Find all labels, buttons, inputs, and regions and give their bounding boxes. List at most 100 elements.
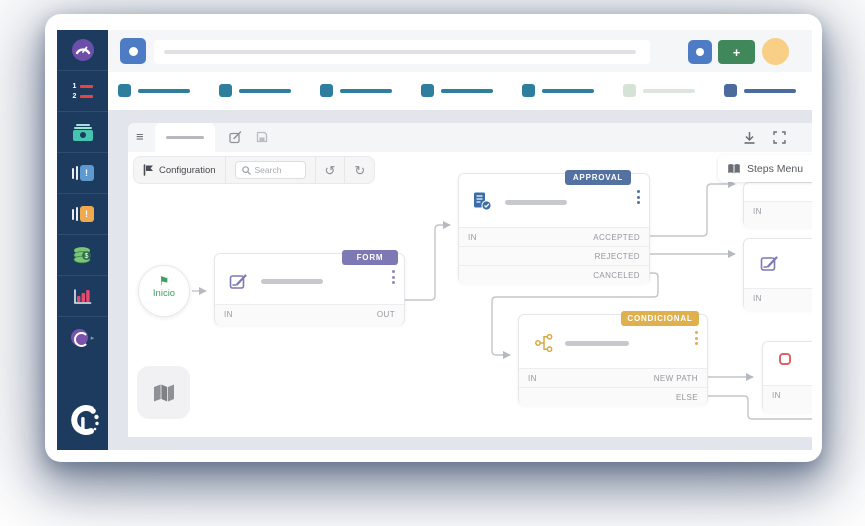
map-icon	[153, 384, 174, 401]
user-avatar[interactable]	[762, 38, 789, 65]
save-icon[interactable]	[256, 131, 268, 143]
conditional-row-else: ELSE	[519, 387, 707, 406]
note-alert-blue-icon: !	[71, 165, 94, 181]
top-header: +	[108, 30, 812, 72]
step-6[interactable]	[623, 84, 695, 97]
approval-row-accepted: IN ACCEPTED	[459, 227, 649, 246]
conditional-port-else[interactable]: ELSE	[675, 393, 698, 402]
node-side-1[interactable]: IN	[743, 182, 812, 228]
start-node-inicio[interactable]: ⚑ Inicio	[138, 265, 190, 317]
approval-kebab-menu[interactable]	[637, 190, 640, 207]
conditional-row-newpath: IN NEW PATH	[519, 368, 707, 387]
gauge-icon	[71, 39, 94, 61]
content-area: ≡	[108, 110, 812, 450]
conditional-port-in[interactable]: IN	[528, 374, 537, 383]
steps-menu-label: Steps Menu	[747, 162, 804, 175]
process-steps-bar	[108, 72, 812, 110]
conditional-kebab-menu[interactable]	[695, 331, 698, 348]
side2-ports-row: IN	[744, 288, 812, 311]
app-window: 1 2 ! !	[45, 14, 822, 462]
node-side-2[interactable]: IN	[743, 238, 812, 311]
conditional-branch-icon	[535, 333, 553, 353]
conditional-port-newpath[interactable]: NEW PATH	[653, 374, 698, 383]
search-placeholder-bar	[164, 50, 636, 54]
steps-menu-button[interactable]: Steps Menu	[718, 155, 812, 182]
minimap-button[interactable]	[137, 366, 190, 419]
node-approval[interactable]: APPROVAL	[458, 170, 650, 284]
step-3[interactable]	[320, 84, 392, 97]
side2-port-in[interactable]: IN	[753, 294, 762, 303]
app-grid-button[interactable]	[120, 38, 146, 64]
workflow-canvas[interactable]: Configuration	[128, 152, 812, 437]
add-new-button[interactable]: +	[718, 40, 755, 64]
redo-button[interactable]: ↻	[345, 157, 374, 183]
node-conditional[interactable]: CONDICIONAL IN NEW PATH	[518, 311, 708, 406]
sidebar: 1 2 ! !	[57, 30, 108, 450]
configuration-flag-icon	[143, 164, 153, 176]
conditional-title-placeholder	[565, 341, 629, 346]
sidebar-item-brand[interactable]: ▸	[57, 317, 108, 358]
designer-panel: ≡	[128, 123, 812, 437]
approval-badge: APPROVAL	[565, 170, 631, 185]
conditional-badge: CONDICIONAL	[621, 311, 699, 326]
connector-layer	[192, 179, 812, 420]
side3-ports-row: IN	[763, 385, 812, 413]
form-port-in[interactable]: IN	[224, 310, 233, 319]
sidebar-item-cases-orange[interactable]: !	[57, 194, 108, 235]
canvas-toolbar: Configuration	[133, 156, 376, 184]
form-icon	[229, 274, 247, 289]
step-1[interactable]	[118, 84, 190, 97]
configuration-button[interactable]: Configuration	[134, 157, 226, 183]
download-icon[interactable]	[743, 131, 756, 145]
sidebar-item-cases-blue[interactable]: !	[57, 153, 108, 194]
side3-red-icon	[779, 353, 791, 365]
step-7[interactable]	[724, 84, 796, 97]
approval-title-placeholder	[505, 200, 567, 205]
sidebar-item-tasks[interactable]: 1 2	[57, 71, 108, 112]
step-5[interactable]	[522, 84, 594, 97]
sidebar-item-reports[interactable]	[57, 276, 108, 317]
brand-logo	[57, 402, 108, 438]
step-4[interactable]	[421, 84, 493, 97]
coins-icon: $	[73, 246, 91, 263]
approval-port-rejected[interactable]: REJECTED	[594, 252, 640, 261]
step-2[interactable]	[219, 84, 291, 97]
node-form[interactable]: FORM IN OUT	[214, 250, 405, 325]
global-search-input[interactable]	[154, 40, 650, 64]
canvas-search-field[interactable]	[234, 161, 306, 179]
node-side-3[interactable]: IN	[762, 341, 812, 413]
numbered-list-icon: 1 2	[73, 83, 93, 100]
fullscreen-icon[interactable]	[773, 131, 786, 144]
form-port-out[interactable]: OUT	[376, 310, 395, 319]
approval-row-canceled: CANCELED	[459, 265, 649, 284]
designer-tabstrip: ≡	[128, 123, 812, 152]
search-input[interactable]	[254, 165, 299, 175]
sidebar-item-dashboard[interactable]	[57, 30, 108, 71]
form-ports-row: IN OUT	[215, 304, 404, 325]
approval-row-rejected: REJECTED	[459, 246, 649, 265]
notifications-button[interactable]	[688, 40, 712, 64]
tab-diagram[interactable]	[155, 123, 215, 152]
flag-icon: ⚑	[158, 274, 170, 288]
undo-icon: ↺	[324, 162, 336, 178]
menu-hamburger-icon[interactable]: ≡	[136, 129, 144, 144]
side1-ports-row: IN	[744, 201, 812, 228]
approval-port-in[interactable]: IN	[468, 233, 477, 242]
side2-form-icon	[760, 256, 778, 271]
undo-button[interactable]: ↺	[316, 157, 346, 183]
form-title-placeholder	[261, 279, 323, 284]
form-kebab-menu[interactable]	[392, 270, 395, 287]
bar-chart-icon	[74, 288, 92, 304]
approval-port-accepted[interactable]: ACCEPTED	[593, 233, 640, 242]
sidebar-item-finance[interactable]: $	[57, 235, 108, 276]
sidebar-item-archive[interactable]	[57, 112, 108, 153]
redo-icon: ↻	[354, 162, 366, 178]
approval-icon	[474, 192, 492, 211]
toolbar-search-section	[226, 157, 316, 183]
edit-tab-icon[interactable]	[229, 131, 242, 144]
app-frame: 1 2 ! !	[57, 30, 812, 450]
approval-port-canceled[interactable]: CANCELED	[593, 271, 640, 280]
side1-port-in[interactable]: IN	[753, 207, 762, 216]
side3-port-in[interactable]: IN	[772, 391, 781, 400]
book-icon	[728, 163, 740, 174]
